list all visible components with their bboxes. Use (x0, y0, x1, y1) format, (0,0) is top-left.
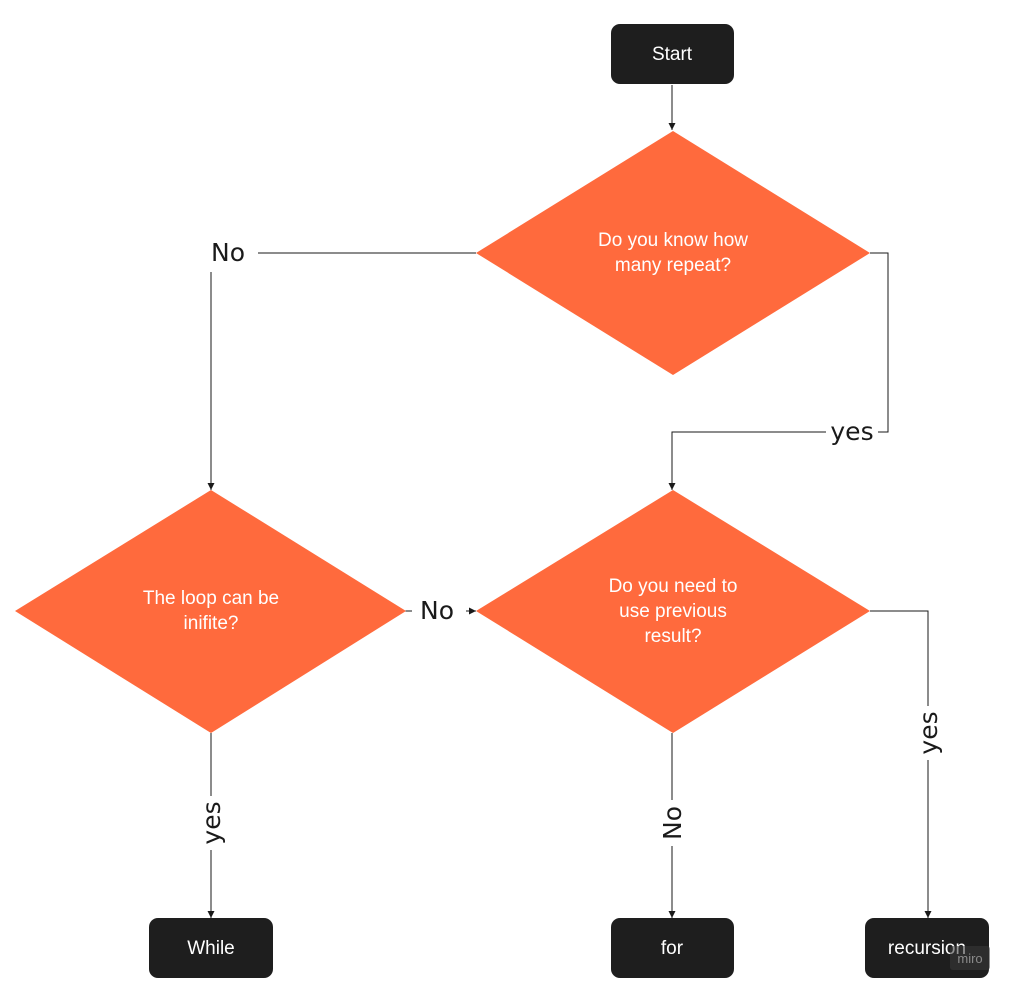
node-previous[interactable]: Do you need to use previous result? (476, 490, 870, 733)
edge-know-yes-segment-1 (870, 252, 889, 433)
node-infinite[interactable]: The loop can be inifite? (15, 490, 406, 733)
edge-know-yes-segment-2 (668, 431, 826, 490)
node-previous-line-2: use previous (619, 601, 727, 622)
node-start[interactable]: Start (611, 24, 734, 84)
node-know-repeat-line-1: Do you know how (598, 230, 748, 251)
miro-watermark: miro (950, 946, 990, 970)
node-know-repeat-line-2: many repeat? (615, 255, 731, 276)
node-while[interactable]: While (149, 918, 273, 978)
node-recursion-label: recursion (888, 938, 966, 959)
node-infinite-line-2: inifite? (184, 613, 239, 634)
miro-watermark-text: miro (957, 951, 982, 966)
node-for[interactable]: for (611, 918, 734, 978)
edge-label-infinite-no: No (420, 596, 454, 625)
node-previous-line-1: Do you need to (609, 576, 738, 597)
edge-label-know-no: No (211, 238, 245, 267)
edge-label-previous-yes: yes (914, 711, 943, 754)
edge-previous-yes-segment-1 (870, 610, 929, 706)
node-know-repeat[interactable]: Do you know how many repeat? (476, 131, 870, 375)
node-for-label: for (661, 938, 684, 959)
node-while-label: While (187, 938, 235, 959)
edge-label-previous-no: No (658, 806, 687, 840)
node-previous-line-3: result? (644, 626, 701, 647)
node-start-label: Start (652, 44, 693, 65)
edge-label-know-yes: yes (830, 417, 873, 446)
node-infinite-line-1: The loop can be (143, 588, 279, 609)
edge-label-infinite-yes: yes (197, 801, 226, 844)
